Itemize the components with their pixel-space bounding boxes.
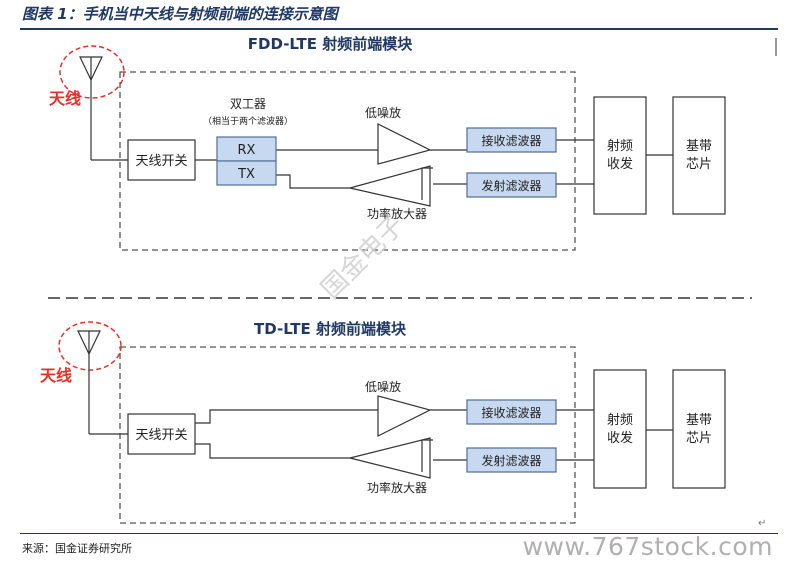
fdd-section: FDD-LTE 射频前端模块 天线 天线开关 双工器 （相当于两个滤波器）	[49, 35, 777, 251]
td-pa-bias	[421, 439, 433, 472]
td-module-border	[119, 346, 576, 524]
fdd-rx-label: RX	[238, 143, 256, 158]
diagonal-watermark: 国金电子	[316, 210, 411, 305]
td-baseband-line2: 芯片	[686, 431, 712, 446]
fdd-baseband-line1: 基带	[686, 139, 712, 154]
fdd-tx-filter	[466, 172, 557, 198]
fdd-pa-amplifier	[349, 165, 431, 207]
td-antenna-switch	[127, 413, 196, 455]
fdd-tx-filter-label: 发射滤波器	[481, 178, 541, 193]
fdd-wiring	[91, 139, 673, 189]
site-watermark: www.767stock.com	[522, 532, 773, 561]
td-transceiver-line2: 收发	[607, 430, 633, 446]
td-lna-amplifier	[377, 395, 432, 437]
td-module-title: TD-LTE 射频前端模块	[254, 320, 407, 338]
td-tx-filter-label: 发射滤波器	[481, 453, 541, 468]
fdd-transceiver-line1: 射频	[607, 138, 633, 154]
td-wiring	[89, 409, 673, 461]
fdd-antenna-switch-label: 天线开关	[135, 154, 187, 169]
td-transceiver	[593, 369, 647, 489]
td-lna-label: 低噪放	[365, 379, 401, 394]
fdd-antenna-switch	[127, 139, 196, 181]
td-antenna-icon	[58, 321, 122, 434]
fdd-tx-label: TX	[237, 167, 255, 182]
td-transceiver-line1: 射频	[607, 412, 633, 428]
fdd-transceiver	[593, 96, 647, 215]
td-rx-filter	[466, 399, 557, 425]
fdd-baseband-line2: 芯片	[686, 157, 712, 172]
fdd-rx-filter	[466, 127, 557, 153]
fdd-baseband-chip	[672, 96, 726, 215]
td-section: TD-LTE 射频前端模块 天线 天线开关 低噪放 功率放大器	[40, 320, 766, 529]
td-baseband-line1: 基带	[686, 413, 712, 428]
td-rx-filter-label: 接收滤波器	[481, 405, 541, 420]
fdd-duplexer-note: （相当于两个滤波器）	[203, 115, 293, 127]
fdd-rx-filter-label: 接收滤波器	[481, 133, 541, 148]
fdd-antenna-label: 天线	[49, 89, 81, 108]
fdd-module-border	[119, 71, 576, 251]
fdd-duplexer-tx	[216, 160, 277, 186]
top-rule	[20, 28, 778, 30]
td-pa-label: 功率放大器	[367, 480, 427, 495]
td-antenna-switch-label: 天线开关	[135, 428, 187, 443]
td-pa-amplifier	[349, 437, 431, 479]
td-tx-filter	[466, 447, 557, 473]
fdd-lna-label: 低噪放	[365, 105, 401, 120]
return-mark-icon: ↵	[758, 518, 766, 529]
fdd-pa-label: 功率放大器	[367, 206, 427, 221]
fdd-antenna-icon	[59, 45, 125, 160]
figure-title: 图表 1：手机当中天线与射频前端的连接示意图	[22, 5, 338, 23]
fdd-transceiver-line2: 收发	[607, 156, 633, 172]
fdd-duplexer-label: 双工器	[230, 97, 266, 111]
td-antenna-label: 天线	[40, 366, 72, 385]
source-note: 来源：国金证券研究所	[22, 542, 132, 555]
fdd-pa-bias	[421, 167, 433, 200]
fdd-lna-amplifier	[377, 123, 432, 165]
fdd-module-title: FDD-LTE 射频前端模块	[248, 35, 413, 53]
td-baseband-chip	[672, 369, 726, 489]
bottom-rule	[20, 533, 778, 534]
